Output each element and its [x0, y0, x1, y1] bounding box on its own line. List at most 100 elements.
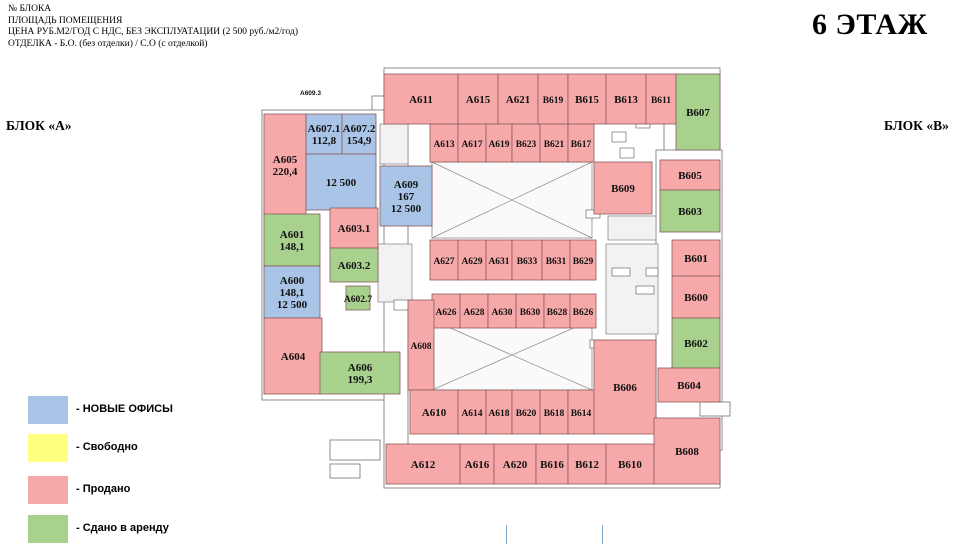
room-label: А603.2: [338, 260, 371, 272]
header-line-area: ПЛОЩАДЬ ПОМЕЩЕНИЯ: [8, 15, 123, 26]
room-label: В628: [547, 308, 568, 318]
room-label: В607: [686, 107, 710, 119]
room-label: В619: [543, 96, 564, 106]
room-a6071: [305, 113, 343, 155]
room-label: В605: [678, 170, 702, 182]
room-a6071p: [305, 153, 377, 211]
room-label: 12 500: [277, 299, 308, 311]
room-label: В609: [611, 183, 635, 195]
room-label: А605: [273, 154, 298, 166]
plan-rooms: [263, 73, 721, 485]
room-label: А626: [435, 308, 456, 318]
room-a629: [457, 239, 487, 281]
legend-swatch: [28, 476, 68, 504]
room-b617: [567, 123, 595, 163]
legend-swatch: [28, 434, 68, 462]
service-box: [645, 267, 659, 277]
room-label: А629: [461, 257, 482, 267]
room-label: А628: [463, 308, 484, 318]
room-b619t: [537, 73, 569, 125]
room-b626: [569, 293, 597, 329]
room-b633: [511, 239, 543, 281]
legend-label: - Сдано в аренду: [76, 522, 169, 534]
room-label: В633: [517, 257, 538, 267]
room-label: 167: [398, 191, 415, 203]
wall-outline: [699, 401, 731, 417]
atrium-cross-line: [431, 161, 593, 239]
room-a611: [383, 73, 459, 125]
room-a619: [485, 123, 513, 163]
room-label: В614: [571, 409, 592, 419]
room-b616: [535, 443, 569, 485]
room-label: А609: [394, 179, 419, 191]
room-label: 12 500: [391, 203, 422, 215]
room-label: А602.7: [344, 295, 372, 305]
room-label: А621: [506, 94, 530, 106]
room-b631: [541, 239, 571, 281]
room-b602: [671, 317, 721, 369]
room-label: В626: [573, 308, 594, 318]
room-label: А631: [488, 257, 509, 267]
floor-title: 6 ЭТАЖ: [812, 8, 928, 41]
room-label: А618: [488, 409, 509, 419]
room-label: А600: [280, 275, 305, 287]
room-label: А616: [465, 459, 490, 471]
room-a608: [407, 299, 435, 391]
room-a618: [485, 389, 513, 435]
room-label: В623: [516, 140, 537, 150]
room-label: В603: [678, 206, 702, 218]
room-label: В602: [684, 338, 708, 350]
legend-swatch: [28, 515, 68, 543]
room-label: В631: [546, 257, 567, 267]
legend-label: - Продано: [76, 483, 131, 495]
room-label: 12 500: [326, 177, 357, 189]
header-line-block-number: № БЛОКА: [8, 4, 52, 14]
room-b623: [511, 123, 541, 163]
room-b613: [605, 73, 647, 125]
room-label: В612: [575, 459, 599, 471]
room-label: А614: [461, 409, 482, 419]
service-box: [611, 131, 627, 143]
room-b629: [569, 239, 597, 281]
room-b618: [539, 389, 569, 435]
room-label: А620: [503, 459, 528, 471]
room-label: В601: [684, 253, 708, 265]
misc-label: А609.3: [300, 90, 321, 97]
room-label: В608: [675, 446, 699, 458]
legend-swatch: [28, 396, 68, 424]
room-label: А615: [466, 94, 491, 106]
room-label: В629: [573, 257, 594, 267]
room-label: А607.1: [308, 123, 341, 135]
room-a616: [459, 443, 495, 485]
room-label: А630: [491, 308, 512, 318]
room-b608: [653, 417, 721, 485]
room-label: А610: [422, 407, 447, 419]
room-label: В620: [516, 409, 537, 419]
room-label: В600: [684, 292, 708, 304]
room-label: А607.2: [343, 123, 376, 135]
room-b620: [511, 389, 541, 435]
legend-label: - НОВЫЕ ОФИСЫ: [76, 403, 173, 415]
wall-outline: [329, 439, 381, 461]
room-a609: [379, 165, 433, 227]
room-label: А608: [410, 342, 431, 352]
room-a626: [431, 293, 461, 329]
wall-outline: [329, 463, 361, 479]
axis-line: [602, 525, 603, 544]
room-b606: [593, 339, 657, 435]
stair-core: [377, 243, 413, 303]
stair-core: [379, 123, 409, 165]
room-a606: [319, 351, 401, 395]
room-a621: [497, 73, 539, 125]
room-a6072: [341, 113, 377, 155]
room-label: А601: [280, 229, 304, 241]
service-box: [619, 147, 635, 159]
room-a614: [457, 389, 487, 435]
room-a600: [263, 265, 321, 319]
room-label: В613: [614, 94, 638, 106]
atrium-cross-line: [431, 319, 593, 391]
room-b611: [645, 73, 677, 125]
room-label: А611: [409, 94, 433, 106]
block-b-label: БЛОК «В»: [884, 118, 949, 133]
